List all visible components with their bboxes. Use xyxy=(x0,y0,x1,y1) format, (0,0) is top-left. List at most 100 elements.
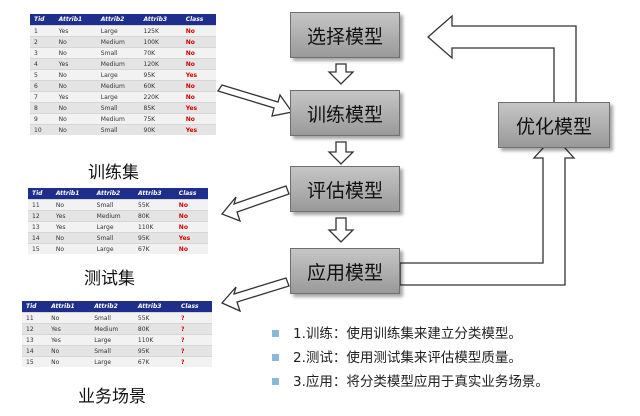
table-cell: No xyxy=(54,47,97,59)
down-arrow-evaluate-apply xyxy=(327,217,355,243)
table-cell: Small xyxy=(92,232,135,244)
table-cell: 13 xyxy=(28,221,52,233)
note-apply: 3.应用：将分类模型应用于真实业务场景。 xyxy=(272,370,549,394)
table-cell: No xyxy=(174,221,208,233)
table-cell: Medium xyxy=(96,80,140,92)
down-arrow-select-train xyxy=(327,63,355,85)
table-cell: Medium xyxy=(92,210,135,222)
note-train: 1.训练：使用训练集来建立分类模型。 xyxy=(272,322,549,346)
table-cell: 15 xyxy=(22,356,48,367)
table-cell: No xyxy=(174,243,208,254)
training-set-caption: 训练集 xyxy=(88,163,139,183)
table-cell: Large xyxy=(90,356,134,367)
table-cell: 2 xyxy=(30,36,55,48)
table-cell: 80K xyxy=(133,323,177,335)
table-cell: Small xyxy=(96,124,140,135)
table-cell: 12 xyxy=(22,323,48,335)
table-cell: 55K xyxy=(133,312,177,324)
table-cell: No xyxy=(54,124,97,135)
table-cell: No xyxy=(181,113,216,125)
table-cell: Small xyxy=(90,312,134,324)
table-cell: 95K xyxy=(133,345,177,357)
table-cell: No xyxy=(51,232,93,244)
table-cell: Yes xyxy=(54,58,97,70)
table-cell: 9 xyxy=(30,113,55,125)
table-cell: 3 xyxy=(30,47,55,59)
table-cell: No xyxy=(181,80,216,92)
table-cell: 95K xyxy=(134,232,175,244)
table-cell: No xyxy=(51,243,93,254)
table-cell: 60K xyxy=(139,80,182,92)
table-cell: No xyxy=(51,199,93,211)
arrow-optimize-to-select xyxy=(427,14,577,104)
table-cell: Large xyxy=(96,25,140,37)
table-cell: 11 xyxy=(22,312,48,324)
table-cell: 220K xyxy=(139,91,182,103)
table-cell: 67K xyxy=(134,243,175,254)
table-cell: 14 xyxy=(28,232,52,244)
table-header-cell: Class xyxy=(181,14,216,26)
table-cell: No xyxy=(181,25,216,37)
optimize-model-box: 优化模型 xyxy=(498,102,610,148)
table-cell: Large xyxy=(92,243,135,254)
table-header-cell: Attrib3 xyxy=(134,188,175,200)
table-cell: No xyxy=(47,356,91,367)
table-cell: 70K xyxy=(139,47,182,59)
table-cell: Large xyxy=(90,334,134,346)
table-cell: ? xyxy=(176,312,212,324)
table-header-cell: Attrib3 xyxy=(133,301,177,313)
table-cell: 6 xyxy=(30,80,55,92)
table-cell: 95K xyxy=(139,69,182,81)
table-cell: 5 xyxy=(30,69,55,81)
table-cell: No xyxy=(181,58,216,70)
table-cell: 10 xyxy=(30,124,55,135)
bullet-icon xyxy=(272,353,279,361)
table-cell: Yes xyxy=(181,102,216,114)
table-header-cell: Tid xyxy=(22,301,48,313)
select-model-box: 选择模型 xyxy=(290,12,400,58)
table-cell: 125K xyxy=(139,25,182,37)
apply-model-box: 应用模型 xyxy=(290,248,400,294)
table-header-cell: Attrib2 xyxy=(90,301,134,313)
table-cell: Small xyxy=(96,102,140,114)
table-header-cell: Attrib1 xyxy=(47,301,91,313)
bullet-icon xyxy=(272,329,279,337)
arrow-apply-to-business xyxy=(220,277,290,313)
table-cell: Small xyxy=(96,47,140,59)
table-cell: 120K xyxy=(139,58,182,70)
note-text: 2.测试：使用测试集来评估模型质量。 xyxy=(293,350,522,366)
table-cell: Large xyxy=(96,91,140,103)
table-cell: Yes xyxy=(51,210,93,222)
table-cell: Medium xyxy=(96,36,140,48)
table-cell: Medium xyxy=(96,113,140,125)
table-cell: No xyxy=(174,199,208,211)
table-cell: 80K xyxy=(134,210,175,222)
table-cell: 75K xyxy=(139,113,182,125)
table-cell: No xyxy=(47,312,91,324)
table-cell: Yes xyxy=(54,91,97,103)
arrow-apply-to-optimize xyxy=(399,135,576,286)
table-header-cell: Attrib2 xyxy=(92,188,135,200)
table-cell: No xyxy=(54,36,97,48)
train-model-box: 训练模型 xyxy=(290,90,400,136)
table-cell: No xyxy=(181,36,216,48)
table-cell: 55K xyxy=(134,199,175,211)
table-cell: Small xyxy=(90,345,134,357)
arrow-training-to-train xyxy=(216,84,294,117)
